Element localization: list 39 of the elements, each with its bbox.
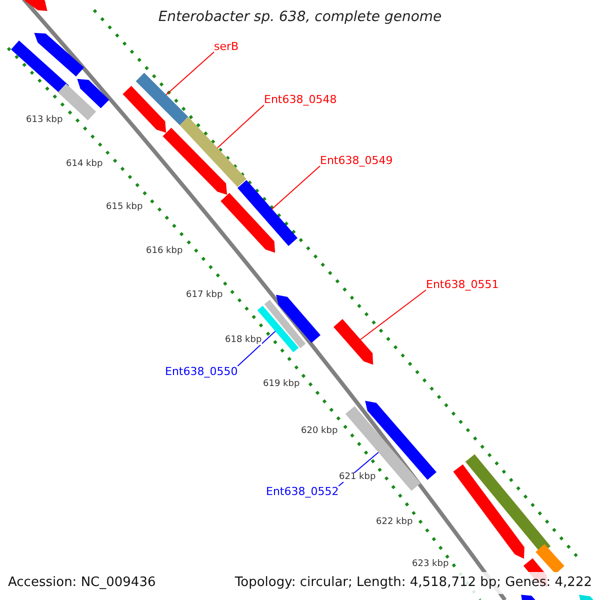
accession-text: Accession: NC_009436 (8, 576, 156, 589)
leader-line (360, 290, 426, 340)
scale-label: 614 kbp (66, 160, 103, 169)
gene-feature (453, 464, 524, 559)
scale-label: 616 kbp (146, 247, 183, 256)
scale-label: 619 kbp (263, 380, 300, 389)
gene-label: Ent638_0552 (266, 486, 339, 497)
scale-label: 615 kbp (106, 203, 143, 212)
gene-feature (180, 116, 246, 188)
gene-label: serB (214, 41, 239, 52)
scale-label: 622 kbp (376, 518, 413, 527)
leader-line (237, 330, 276, 366)
leader-line (272, 166, 320, 210)
gene-feature (220, 192, 276, 253)
scale-label: 623 kbp (412, 560, 449, 569)
leader-line (166, 52, 214, 96)
gene-label: Ent638_0550 (165, 366, 238, 377)
scale-label: 618 kbp (225, 336, 262, 345)
gene-feature (136, 72, 188, 126)
title: Enterobacter sp. 638, complete genome (157, 10, 443, 24)
gene-feature (34, 32, 84, 76)
scale-label: 613 kbp (26, 116, 63, 125)
gene-feature (122, 86, 166, 133)
gene-label: Ent638_0549 (320, 155, 393, 166)
gene-feature (162, 128, 228, 195)
scale-label: 621 kbp (339, 473, 376, 482)
gene-feature (264, 300, 306, 348)
gene-feature (334, 319, 374, 365)
gene-label: Ent638_0551 (426, 279, 499, 290)
gene-feature (11, 40, 69, 94)
gene-feature (238, 180, 298, 246)
gene-feature (276, 294, 320, 343)
gene-feature (536, 544, 564, 574)
gene-feature (24, 0, 48, 11)
gene-feature (77, 78, 110, 108)
leader-line (216, 104, 264, 148)
scale-label: 617 kbp (186, 291, 223, 300)
genome-info-text: Topology: circular; Length: 4,518,712 bp; Genes: 4,222 (234, 576, 592, 589)
gene-label: Ent638_0548 (264, 94, 337, 105)
